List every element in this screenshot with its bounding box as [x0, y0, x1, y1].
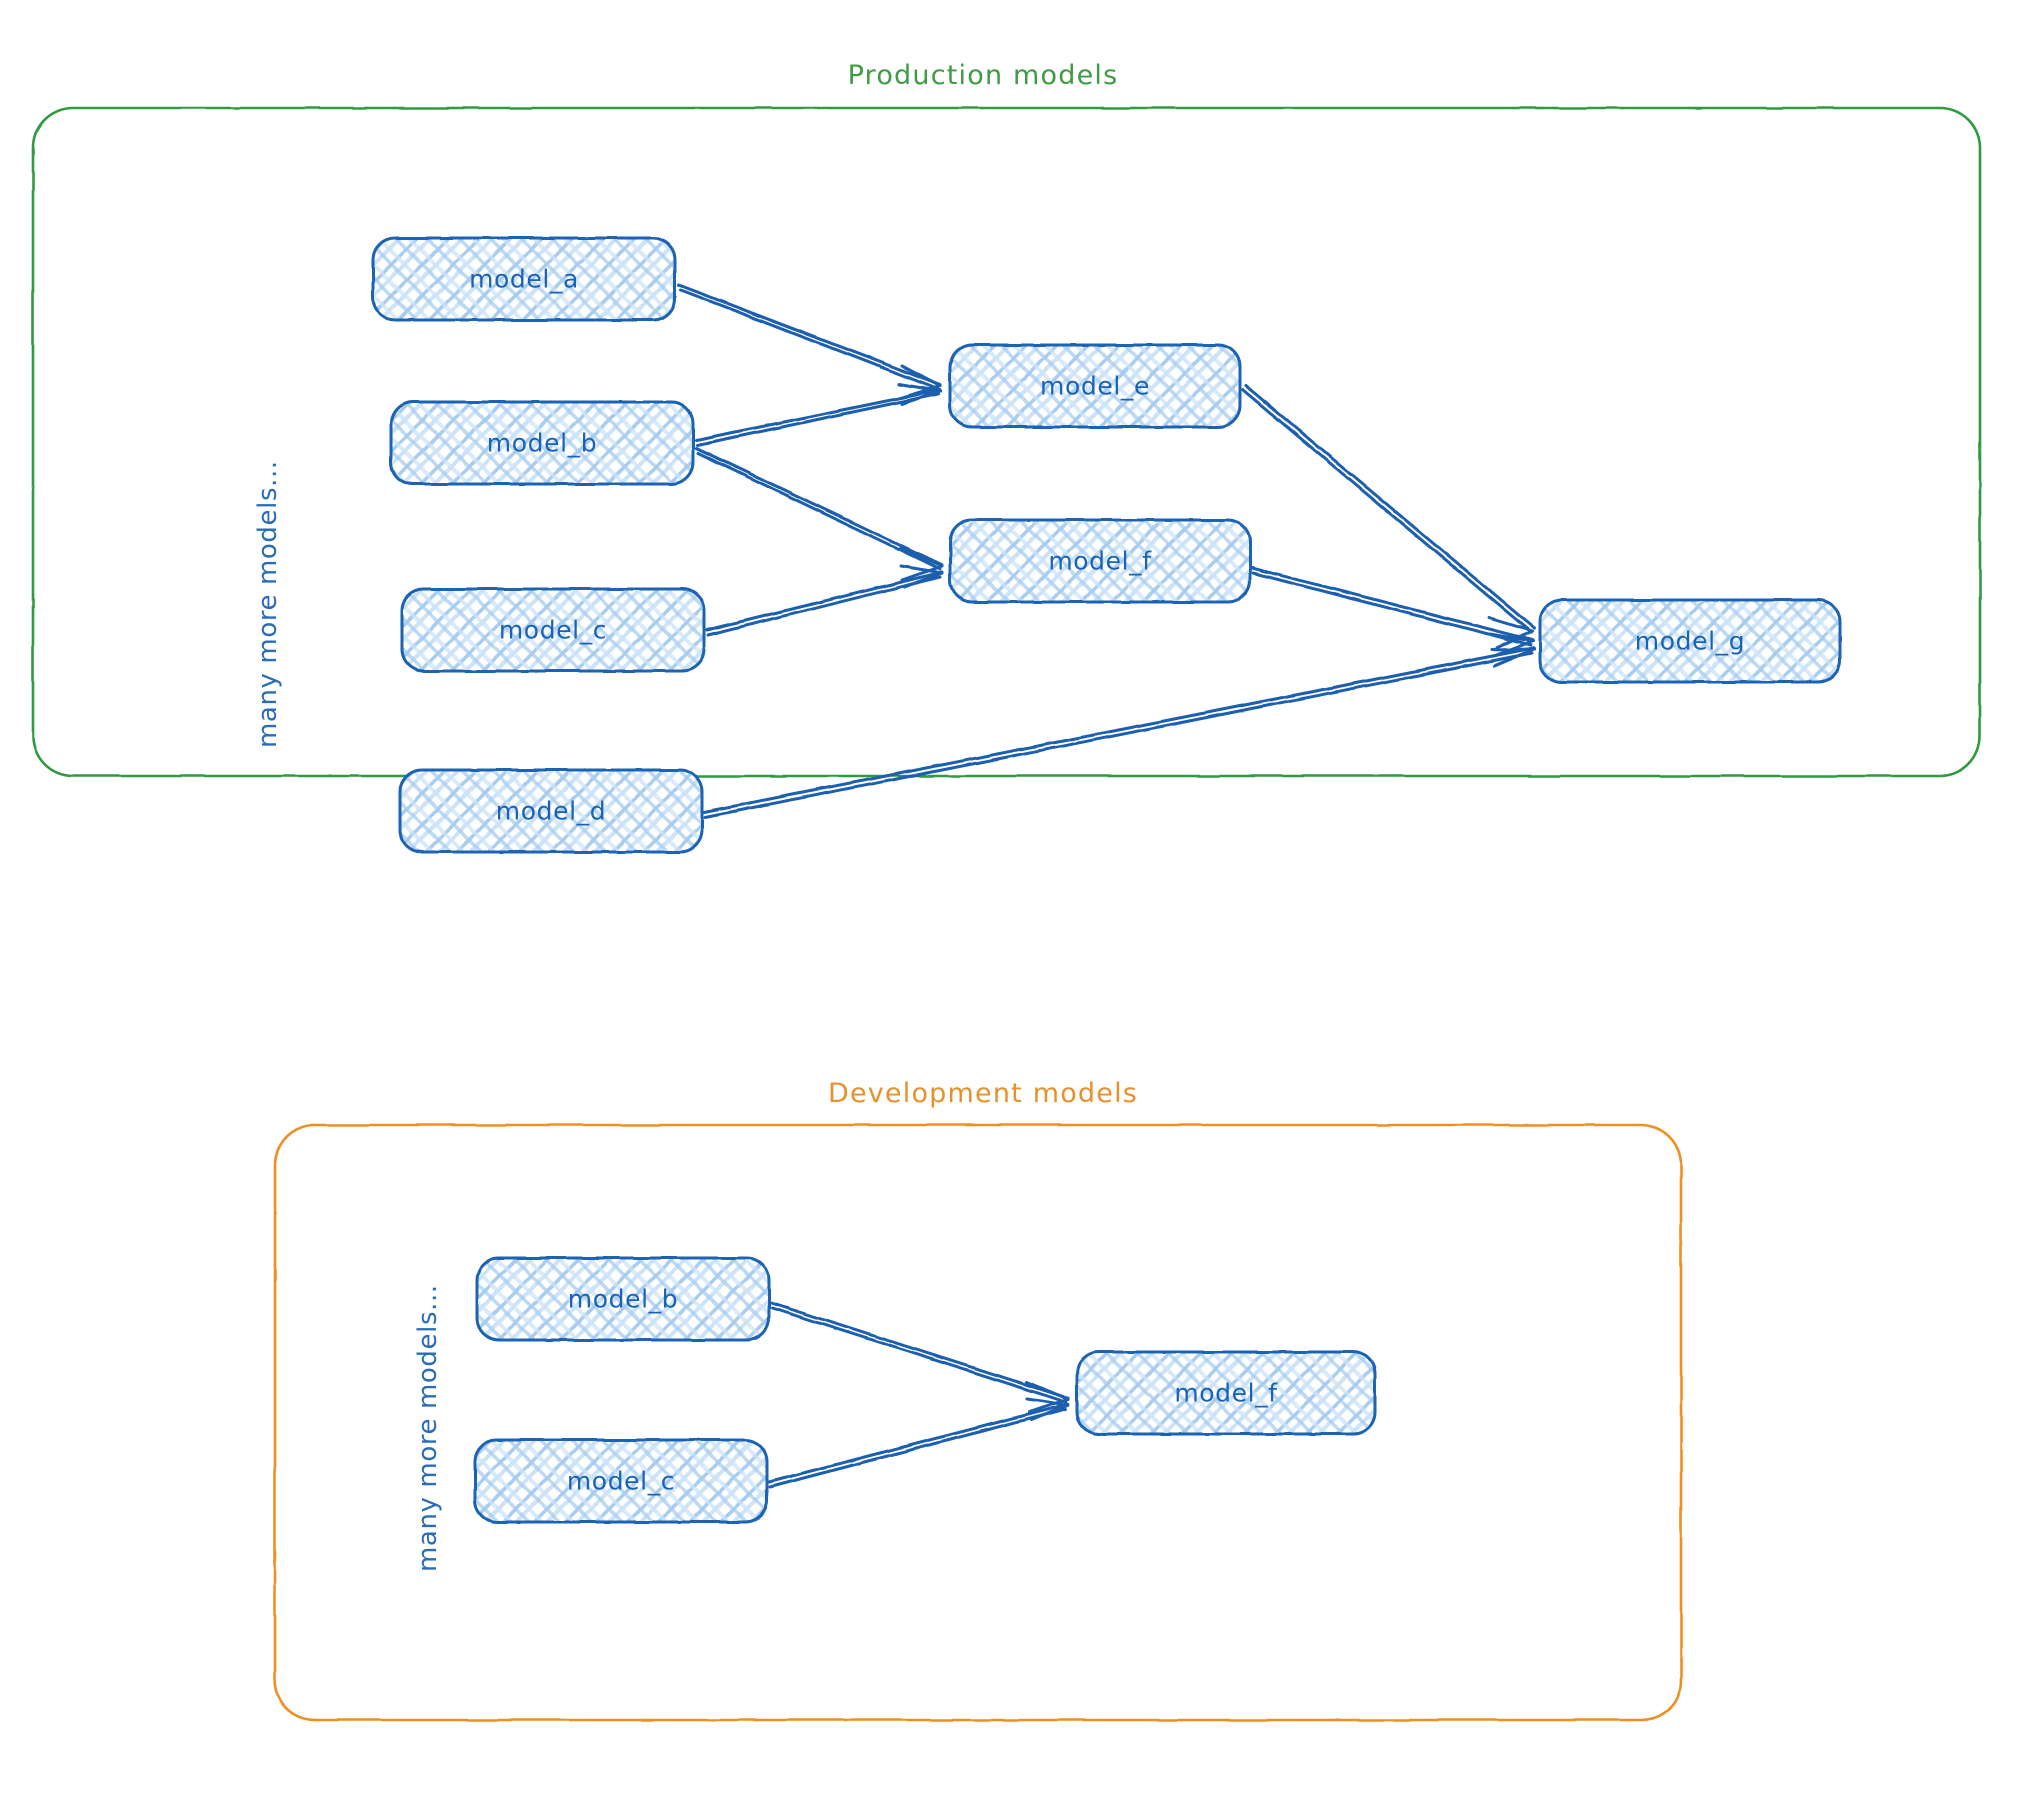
node-prod-model-d[interactable] [398, 768, 704, 854]
node-dev-model-c[interactable] [473, 1438, 769, 1524]
node-dev-model-b[interactable] [475, 1256, 771, 1342]
edge-dev-model-c-to-model-f [767, 1397, 1070, 1489]
production-group-border [31, 106, 1982, 778]
edge-model-b-to-model-f [694, 446, 944, 582]
node-prod-model-b[interactable] [389, 400, 695, 486]
node-prod-model-e[interactable] [948, 343, 1242, 429]
node-label-prod-model-f: model_f [1048, 546, 1152, 576]
development-group-title: Development models [827, 1078, 1139, 1109]
node-shapes [371, 236, 1842, 1524]
node-label-prod-model-g: model_g [1634, 626, 1746, 656]
edge-model-d-to-model-g [702, 646, 1536, 819]
edge-dev-model-b-to-model-f [769, 1301, 1070, 1414]
edge-model-a-to-model-e [677, 283, 942, 400]
edge-model-f-to-model-g [1250, 566, 1535, 658]
node-label-prod-model-e: model_e [1040, 371, 1150, 401]
node-label-prod-model-a: model_a [469, 264, 579, 294]
node-dev-model-f[interactable] [1075, 1350, 1377, 1436]
node-label-dev-model-b: model_b [567, 1284, 679, 1314]
edge-model-e-to-model-g [1241, 384, 1536, 650]
node-label-dev-model-f: model_f [1174, 1378, 1278, 1408]
edge-model-c-to-model-f [705, 564, 944, 637]
node-label-prod-model-d: model_d [495, 796, 607, 826]
node-label-dev-model-c: model_c [566, 1466, 676, 1496]
edges-development [767, 1301, 1070, 1489]
node-prod-model-f[interactable] [948, 518, 1252, 604]
node-prod-model-a[interactable] [371, 236, 677, 322]
edge-model-b-to-model-e [694, 382, 942, 447]
development-many-more-models-note: many more models... [413, 1284, 443, 1572]
node-prod-model-g[interactable] [1538, 598, 1842, 684]
node-label-prod-model-c: model_c [498, 615, 608, 645]
development-group-border [273, 1123, 1683, 1722]
production-many-more-models-note: many more models... [253, 460, 283, 748]
production-group-title: Production models [847, 60, 1119, 91]
edges-production [677, 283, 1536, 819]
node-label-prod-model-b: model_b [486, 428, 598, 458]
node-prod-model-c[interactable] [400, 587, 706, 673]
